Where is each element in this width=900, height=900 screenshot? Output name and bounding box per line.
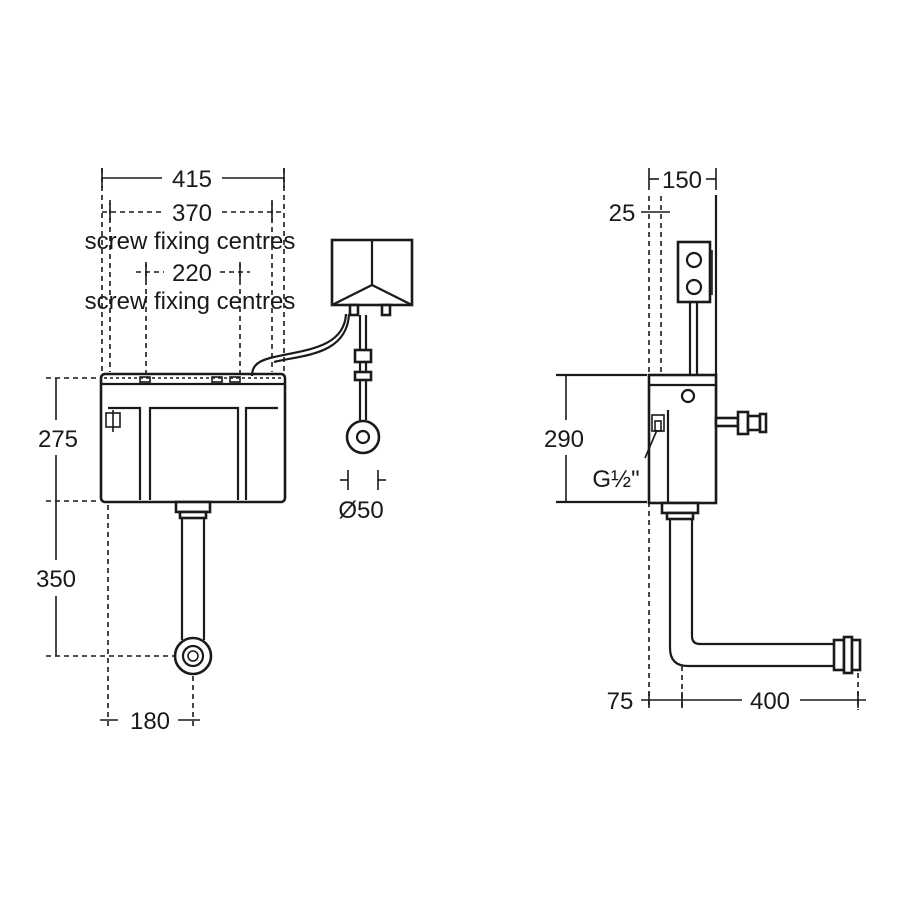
- front-view: 415 370 screw fixing centres 220 screw f…: [36, 166, 414, 735]
- outlet-drop-value: 350: [36, 566, 76, 593]
- dimension-screw-inner: 220: [136, 260, 250, 287]
- side-actuator-fitting: [714, 410, 768, 436]
- cistern-side: [647, 373, 718, 505]
- control-box-side: [676, 240, 713, 375]
- screw-inner-caption: screw fixing centres: [85, 288, 296, 315]
- flush-actuator: Ø50: [338, 315, 386, 524]
- depth-value: 150: [662, 167, 702, 194]
- dimension-outlet-offset: 180: [100, 505, 200, 735]
- screw-outer-value: 370: [172, 200, 212, 227]
- outlet-projection-value: 400: [750, 688, 790, 715]
- cistern-height-value: 275: [38, 426, 78, 453]
- width-overall-label: 415: [172, 166, 212, 193]
- actuator-diameter-value: Ø50: [338, 497, 383, 524]
- control-box: [330, 238, 414, 317]
- outlet-setback-value: 75: [607, 688, 634, 715]
- dimension-side-height: 290: [544, 373, 647, 504]
- dimension-outlet-side: 75 400: [607, 666, 866, 715]
- dimension-outlet-drop: 350: [36, 501, 175, 657]
- inlet-connection-label: G½": [592, 466, 639, 493]
- dimension-depth: 150: [648, 167, 717, 194]
- inlet-connection-callout: G½": [592, 429, 658, 493]
- screw-outer-caption: screw fixing centres: [85, 228, 296, 255]
- side-view: 150 25: [544, 167, 866, 715]
- wall-gap-value: 25: [609, 200, 636, 227]
- control-cable: [250, 313, 348, 377]
- cistern-front: [99, 372, 287, 504]
- outlet-offset-value: 180: [130, 708, 170, 735]
- outlet-pipe-side: [660, 501, 862, 675]
- dimension-cistern-height: 275: [38, 377, 100, 502]
- dimension-overall-width: 415: [101, 166, 285, 193]
- dimension-screw-outer: 370: [102, 200, 284, 227]
- screw-inner-value: 220: [172, 260, 212, 287]
- side-height-value: 290: [544, 426, 584, 453]
- outlet-pipe-front: [173, 500, 213, 676]
